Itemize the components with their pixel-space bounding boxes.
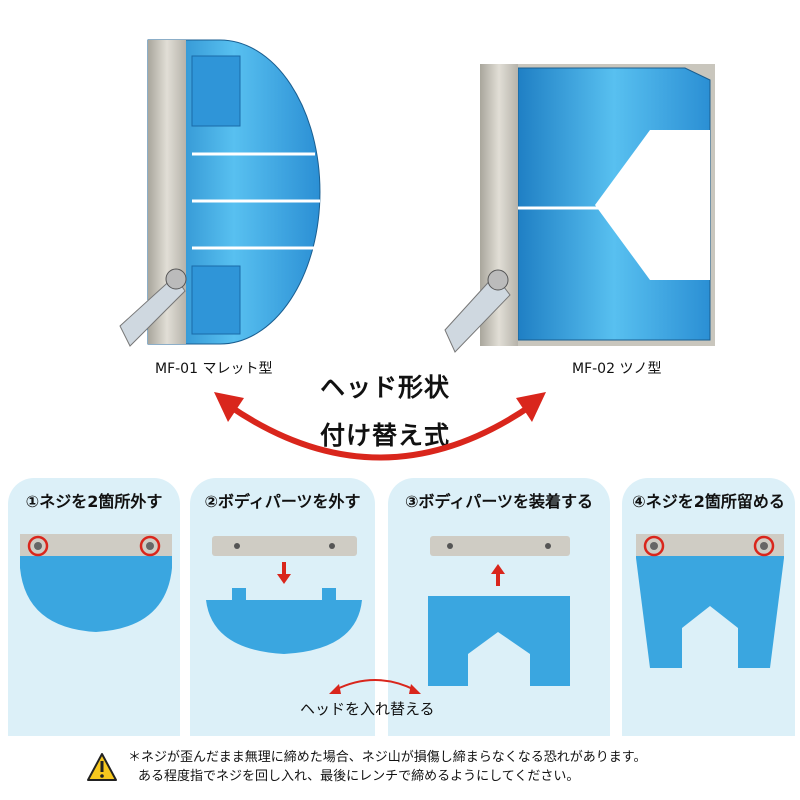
swap-heads-label: ヘッドを入れ替える <box>300 700 435 718</box>
mf01-label: MF-01 マレット型 <box>155 361 273 377</box>
step-3-panel: ③ボディパーツを装着する <box>388 478 610 736</box>
step-2-panel: ②ボディパーツを外す <box>190 478 375 736</box>
step-1-panel: ①ネジを2箇所外す <box>8 478 180 736</box>
step-4-title: ④ネジを2箇所留める <box>632 492 785 511</box>
warning-line-2: ある程度指でネジを回し入れ、最後にレンチで締めるようにしてください。 <box>138 769 580 784</box>
step-2-title: ②ボディパーツを外す <box>204 492 361 511</box>
step-3-image <box>428 536 570 686</box>
warning-line-1: ＊ネジが歪んだまま無理に締めた場合、ネジ山が損傷し締まらなくなる恐れがあります。 <box>128 750 647 765</box>
swap-heads-arrow-icon <box>329 679 421 694</box>
step-2-image <box>206 536 362 654</box>
step-1-title: ①ネジを2箇所外す <box>25 492 163 511</box>
mf01-putter-image <box>119 39 321 347</box>
swap-arrow-icon <box>214 392 546 461</box>
step-1-image <box>20 534 172 632</box>
mf02-putter-image <box>444 64 715 353</box>
step-3-title: ③ボディパーツを装着する <box>404 492 594 511</box>
mf02-label: MF-02 ツノ型 <box>572 361 662 377</box>
head-shape-title: ヘッド形状 <box>320 373 451 402</box>
step-4-panel: ④ネジを2箇所留める <box>622 478 795 736</box>
warning-triangle-icon <box>87 753 117 781</box>
step-4-image <box>636 534 784 668</box>
interchangeable-title: 付け替え式 <box>320 421 451 450</box>
